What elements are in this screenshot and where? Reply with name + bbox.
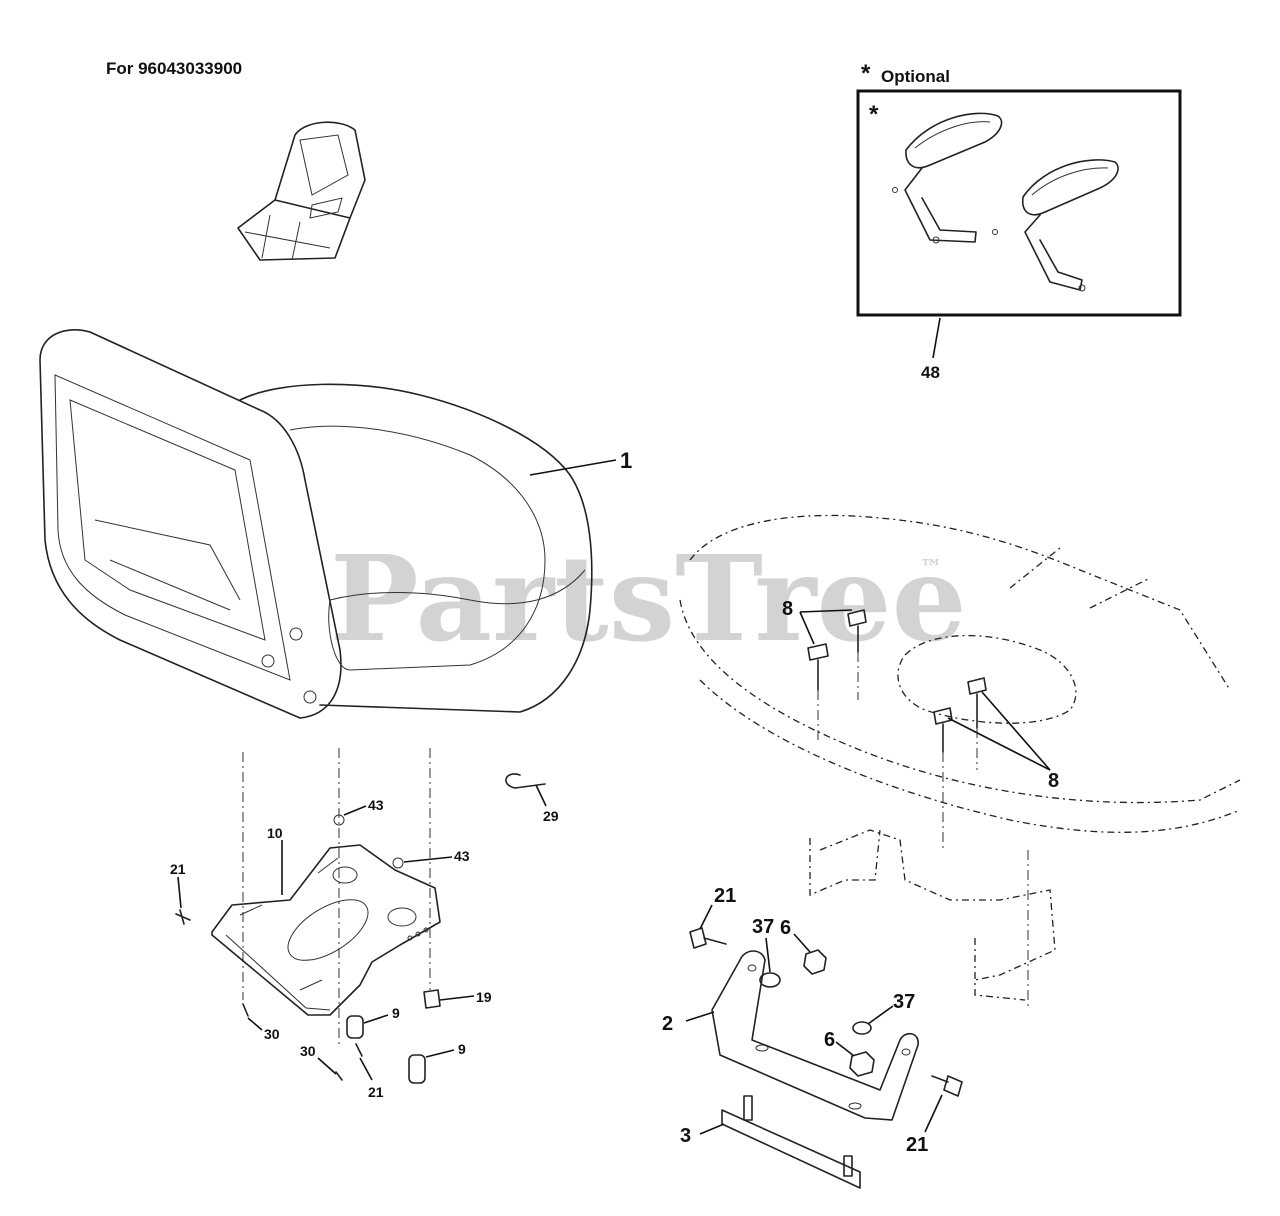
nut-6-bottom	[849, 1051, 875, 1077]
callout-43-right: 43	[454, 848, 470, 864]
seat-bracket-drawing	[711, 950, 919, 1121]
optional-star: *	[861, 60, 871, 87]
optional-armrest-box	[856, 89, 1182, 317]
watermark-text: PartsTree	[330, 529, 967, 668]
optional-box-star: *	[869, 101, 879, 128]
callout-3: 3	[680, 1125, 691, 1147]
knob-19	[423, 989, 441, 1009]
seat-thumbnail	[237, 121, 366, 261]
callout-48: 48	[921, 363, 940, 382]
bolts-8	[807, 609, 987, 753]
seat-leader	[529, 459, 617, 476]
callout-10: 10	[267, 825, 283, 841]
seat-drawing	[39, 329, 593, 719]
callout-6-bottom: 6	[824, 1029, 835, 1051]
mount-plate-drawing	[721, 1095, 861, 1189]
callout-6-top: 6	[780, 917, 791, 939]
callout-29: 29	[543, 808, 559, 824]
callout-19: 19	[476, 989, 492, 1005]
callout-43-top: 43	[368, 797, 384, 813]
callout-21-bracket-bottom: 21	[906, 1134, 928, 1156]
armrest-right-drawing	[992, 159, 1119, 292]
optional-caption: Optional	[881, 67, 950, 86]
watermark-tm: ™	[920, 555, 942, 581]
callout-21-bracket-top: 21	[714, 885, 736, 907]
callout-9-left: 9	[392, 1005, 400, 1021]
spacer-9-right	[408, 1054, 426, 1084]
bumper-43-right	[392, 857, 404, 869]
seat-pan-drawing	[211, 844, 441, 1016]
callout-37-top: 37	[752, 916, 774, 938]
callout-1: 1	[620, 448, 632, 473]
armrest-leader	[932, 317, 941, 359]
mower-frame-dashed	[679, 514, 1241, 1001]
callout-21-bottom: 21	[368, 1084, 384, 1100]
washer-37-top	[759, 972, 781, 988]
callout-2: 2	[662, 1013, 673, 1035]
callout-8-bottom: 8	[1048, 770, 1059, 792]
callout-9-right: 9	[458, 1041, 466, 1057]
bumper-43-top	[333, 814, 345, 826]
callout-37-bottom: 37	[893, 991, 915, 1013]
clip-29	[505, 773, 546, 789]
washer-37-bottom	[852, 1021, 872, 1035]
callout-21-left: 21	[170, 861, 186, 877]
armrest-left-drawing	[892, 112, 1003, 244]
callout-8-top: 8	[782, 598, 793, 620]
spacer-9-left	[346, 1015, 364, 1039]
model-caption: For 96043033900	[106, 59, 242, 78]
callout-30-right: 30	[264, 1026, 280, 1042]
callout-30-left: 30	[300, 1043, 316, 1059]
nut-6-top	[803, 949, 827, 975]
